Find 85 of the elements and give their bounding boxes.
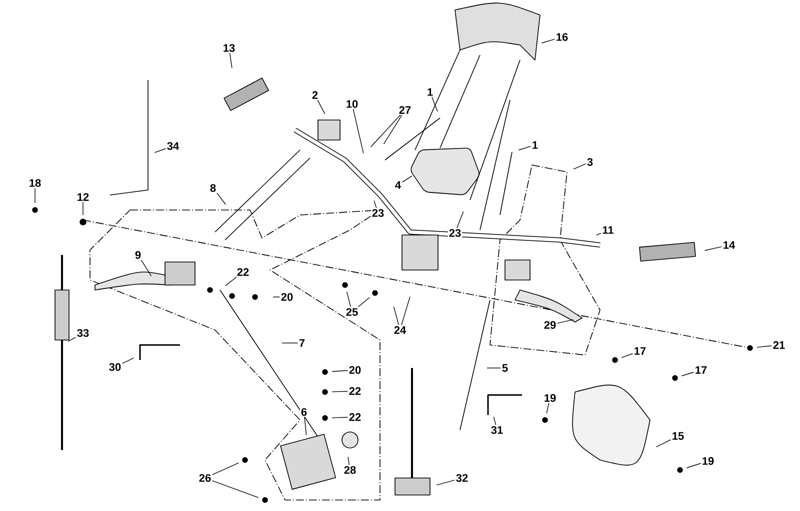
leader-line: [358, 297, 370, 308]
leader-line: [436, 480, 456, 486]
callout-number: 27: [398, 105, 412, 115]
callout-number: 14: [722, 240, 736, 250]
callout-number: 31: [490, 425, 504, 435]
leader-line: [383, 114, 402, 144]
callout-number: 32: [454, 473, 470, 483]
callout-number: 19: [700, 456, 716, 466]
leader-line: [393, 306, 400, 326]
leader-line: [370, 114, 401, 148]
callout-number: 13: [222, 43, 236, 53]
callout-number: 4: [394, 180, 402, 190]
callout-number: 17: [694, 365, 708, 375]
leader-line: [229, 52, 232, 68]
callout-number: 24: [392, 325, 408, 335]
leader-line: [756, 345, 772, 348]
leader-line: [556, 319, 574, 324]
leader-line: [304, 416, 307, 436]
callout-number: 23: [370, 208, 386, 218]
callout-number: 2: [310, 90, 320, 100]
callout-number: 29: [542, 320, 558, 330]
leader-line: [332, 370, 348, 372]
callout-number: 25: [344, 307, 360, 317]
leader-line: [401, 296, 410, 326]
leader-line: [332, 416, 348, 418]
callout-number: 26: [198, 473, 212, 483]
callout-number: 8: [208, 183, 218, 193]
leader-line: [154, 148, 166, 153]
callout-number: 21: [772, 340, 786, 350]
leader-line: [346, 291, 352, 308]
callout-number: 28: [342, 465, 358, 475]
callout-number: 3: [586, 157, 594, 167]
leader-line: [348, 456, 350, 466]
callout-number: 10: [344, 99, 360, 109]
leader-line: [686, 463, 702, 468]
leader-line: [573, 164, 586, 170]
callout-number: 23: [448, 228, 462, 238]
callout-number: 12: [76, 192, 90, 202]
callout-number: 1: [426, 87, 434, 97]
leader-line: [681, 372, 694, 376]
leader-line: [402, 175, 412, 183]
leader-line: [122, 358, 134, 364]
callout-number: 22: [236, 267, 250, 277]
leader-line: [352, 108, 364, 154]
leader-line: [317, 100, 326, 114]
leader-line: [272, 296, 280, 298]
leader-line: [541, 38, 556, 44]
callout-number: 30: [108, 362, 122, 372]
leader-line: [518, 146, 532, 150]
callout-number: 19: [542, 393, 558, 403]
leader-line: [546, 402, 550, 414]
callout-number: 20: [280, 292, 294, 302]
callout-number: 33: [76, 328, 90, 338]
callout-number: 34: [166, 141, 180, 151]
leader-line: [456, 211, 464, 228]
callout-number: 18: [28, 178, 42, 188]
callout-number: 20: [348, 365, 362, 375]
callout-number: 15: [670, 431, 686, 441]
callout-number: 22: [348, 386, 362, 396]
leader-line: [212, 480, 259, 498]
callout-number: 22: [348, 412, 362, 422]
leader-line: [374, 200, 377, 208]
callout-number: 7: [298, 338, 306, 348]
callout-number: 16: [554, 32, 570, 42]
leader-line: [596, 232, 602, 236]
leader-line: [82, 202, 84, 216]
leader-line: [332, 390, 348, 392]
leader-line: [432, 96, 438, 112]
callout-number: 5: [500, 363, 510, 373]
callout-number: 17: [632, 346, 648, 356]
leader-line: [68, 336, 76, 342]
leader-line: [282, 342, 298, 344]
leader-line: [493, 416, 496, 426]
callout-number: 6: [300, 407, 308, 417]
leader-line: [212, 462, 239, 476]
leader-line: [656, 439, 672, 448]
callout-number: 1: [530, 140, 540, 150]
callout-number: 11: [601, 225, 615, 235]
leader-line: [225, 276, 237, 286]
leader-line: [34, 188, 36, 204]
leader-line: [621, 353, 634, 358]
leader-line: [140, 260, 152, 276]
leader-line: [216, 192, 226, 205]
leader-line: [704, 246, 722, 251]
callout-number: 9: [134, 250, 142, 260]
